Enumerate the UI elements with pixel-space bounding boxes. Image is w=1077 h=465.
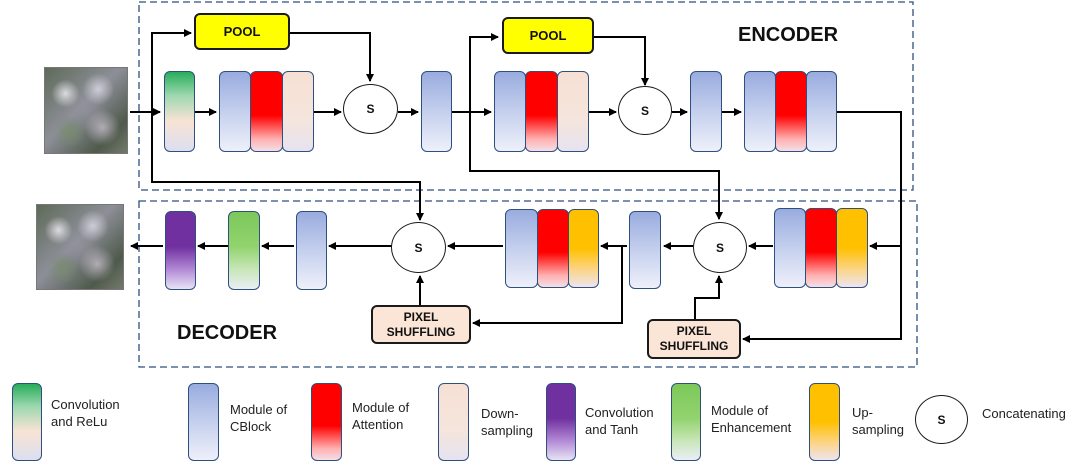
dec-attention-2 [537, 209, 569, 288]
pool-2: POOL [502, 17, 594, 54]
pixel-shuffle-2-line1: PIXEL [676, 324, 712, 338]
encoder-title: ENCODER [738, 24, 839, 46]
pixel-shuffle-2-line2: SHUFFLING [659, 339, 729, 353]
enc-cblock-1 [219, 71, 251, 152]
legend-label-concat: Concatenating [982, 406, 1066, 421]
enc-cblock-6 [806, 71, 837, 152]
dec-enhancement-block [228, 211, 260, 290]
enc-attention-2 [525, 71, 558, 152]
legend-swatch-downsampling [438, 383, 469, 461]
legend-swatch-attention [311, 383, 342, 461]
pixel-shuffle-1-line1: PIXEL [403, 309, 439, 324]
enc-downsample-1 [282, 71, 314, 152]
pixel-shuffle-2: PIXEL SHUFFLING [647, 319, 741, 359]
concat-node-enc-2: S [618, 86, 672, 135]
enc-cblock-3 [494, 71, 526, 152]
dec-conv-tanh-block [165, 211, 196, 290]
dec-cblock-4 [296, 211, 327, 290]
pool-1: POOL [194, 13, 290, 50]
enc-conv-relu-block [164, 71, 195, 152]
dec-cblock-1 [774, 208, 806, 288]
enc-attention-1 [250, 71, 283, 152]
dec-cblock-2 [629, 211, 661, 289]
legend-swatch-cblock [188, 383, 219, 461]
legend-swatch-conv-tanh [546, 383, 576, 461]
enc-cblock-4 [690, 71, 722, 152]
dec-attention-1 [805, 208, 837, 288]
legend-swatch-conv-relu [12, 383, 42, 461]
legend-swatch-concat: S [915, 395, 968, 444]
dec-upsample-2 [568, 209, 599, 288]
dec-cblock-3 [505, 209, 538, 288]
pixel-shuffle-1-line2: SHUFFLING [386, 324, 456, 339]
concat-node-enc-1: S [343, 84, 398, 134]
decoder-frame [138, 200, 918, 368]
legend-swatch-upsampling [809, 383, 840, 461]
enc-cblock-2 [421, 71, 452, 152]
enc-downsample-2 [557, 71, 589, 152]
encoder-frame [138, 1, 914, 191]
decoder-title: DECODER [177, 322, 278, 344]
dec-upsample-1 [836, 208, 868, 288]
pixel-shuffle-1: PIXEL SHUFFLING [371, 305, 471, 344]
concat-node-dec-2: S [693, 222, 747, 273]
legend-label-upsampling: Up-sampling [852, 405, 905, 437]
legend-swatch-enhancement [671, 383, 701, 461]
legend-label-downsampling: Down-sampling [481, 406, 534, 438]
enc-cblock-5 [744, 71, 776, 152]
concat-node-dec-1: S [391, 222, 446, 273]
input-image [44, 67, 128, 154]
enc-attention-3 [775, 71, 807, 152]
output-image [36, 204, 124, 290]
